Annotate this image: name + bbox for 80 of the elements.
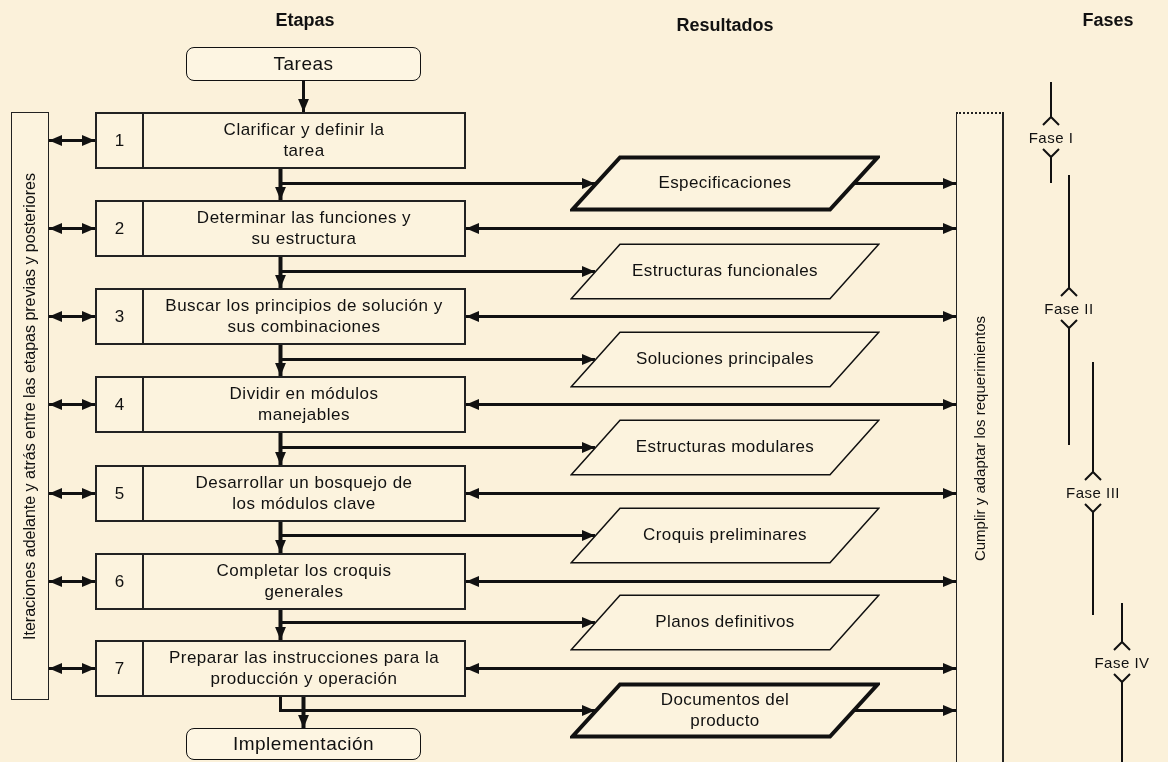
step-number: 4 xyxy=(114,394,125,415)
arrow xyxy=(466,311,956,322)
step-number: 1 xyxy=(114,130,125,151)
step-label: Buscar los principios de solución y sus combinaciones xyxy=(164,296,444,337)
process-box xyxy=(95,288,466,345)
arrow xyxy=(279,169,595,189)
step-number: 6 xyxy=(114,571,125,592)
arrow xyxy=(279,433,595,453)
result-parallelogram xyxy=(570,331,880,388)
arrow xyxy=(298,697,309,728)
arrow xyxy=(49,135,95,146)
result-label: Croquis preliminares xyxy=(643,525,807,546)
vertical-bar-box xyxy=(11,112,49,700)
column-heading: Resultados xyxy=(676,14,774,36)
step-label: Dividir en módulos manejables xyxy=(228,384,380,425)
step-label: Preparar las instrucciones para la producción y operación xyxy=(167,648,441,689)
arrow xyxy=(49,311,95,322)
arrow xyxy=(49,488,95,499)
terminal-box xyxy=(186,47,421,81)
terminal-box xyxy=(186,728,421,760)
result-parallelogram xyxy=(570,419,880,476)
column-heading: Etapas xyxy=(275,9,335,31)
arrow xyxy=(855,178,956,189)
result-label: Estructuras modulares xyxy=(635,437,815,458)
step-number: 7 xyxy=(114,658,125,679)
arrow xyxy=(49,223,95,234)
arrow xyxy=(855,705,956,716)
phase-label: Fase IV xyxy=(1094,653,1150,671)
process-box xyxy=(95,465,466,522)
arrow xyxy=(279,522,595,541)
arrow xyxy=(275,610,286,640)
result-label: Planos definitivos xyxy=(655,612,795,633)
arrow xyxy=(466,223,956,234)
terminal-label: Implementación xyxy=(232,733,375,755)
result-label: Soluciones principales xyxy=(636,349,814,370)
column-heading: Fases xyxy=(1082,9,1134,31)
arrow xyxy=(275,345,286,376)
result-parallelogram xyxy=(570,682,880,739)
step-number: 5 xyxy=(114,483,125,504)
result-label: Documentos del producto xyxy=(659,690,791,731)
result-label: Especificaciones xyxy=(658,173,792,194)
result-parallelogram xyxy=(570,594,880,651)
arrow xyxy=(49,663,95,674)
process-box xyxy=(95,112,466,169)
terminal-label: Tareas xyxy=(273,53,334,75)
arrow xyxy=(466,399,956,410)
arrow xyxy=(49,399,95,410)
arrow xyxy=(279,697,595,716)
step-label: Clarificar y definir la tarea xyxy=(222,120,386,161)
arrow xyxy=(275,433,286,465)
arrow xyxy=(275,257,286,288)
process-box xyxy=(95,200,466,257)
process-box xyxy=(95,640,466,697)
vertical-bar-box xyxy=(956,112,1004,762)
arrow xyxy=(275,522,286,553)
phase-label: Fase II xyxy=(1044,299,1094,317)
step-label: Determinar las funciones y su estructura xyxy=(195,208,413,249)
arrow xyxy=(466,488,956,499)
process-box xyxy=(95,376,466,433)
result-parallelogram xyxy=(570,155,880,212)
vertical-label: Iteraciones adelante y atrás entre las etapas previas y posteriores xyxy=(21,172,39,640)
arrow xyxy=(466,576,956,587)
process-box xyxy=(95,553,466,610)
result-label: Estructuras funcionales xyxy=(632,261,818,282)
phase-label: Fase I xyxy=(1028,128,1074,146)
step-label: Desarrollar un bosquejo de los módulos clave xyxy=(194,473,414,514)
arrow xyxy=(466,663,956,674)
arrow xyxy=(279,257,595,277)
result-parallelogram xyxy=(570,243,880,300)
vertical-label: Cumplir y adaptar los requerimientos xyxy=(971,316,988,562)
arrow xyxy=(279,345,595,365)
result-parallelogram xyxy=(570,507,880,564)
step-number: 3 xyxy=(114,306,125,327)
arrow xyxy=(298,81,309,112)
step-number: 2 xyxy=(114,218,125,239)
arrow xyxy=(275,169,286,200)
arrow xyxy=(49,576,95,587)
arrow xyxy=(279,610,595,628)
phase-label: Fase III xyxy=(1066,483,1120,501)
step-label: Completar los croquis generales xyxy=(215,561,393,602)
